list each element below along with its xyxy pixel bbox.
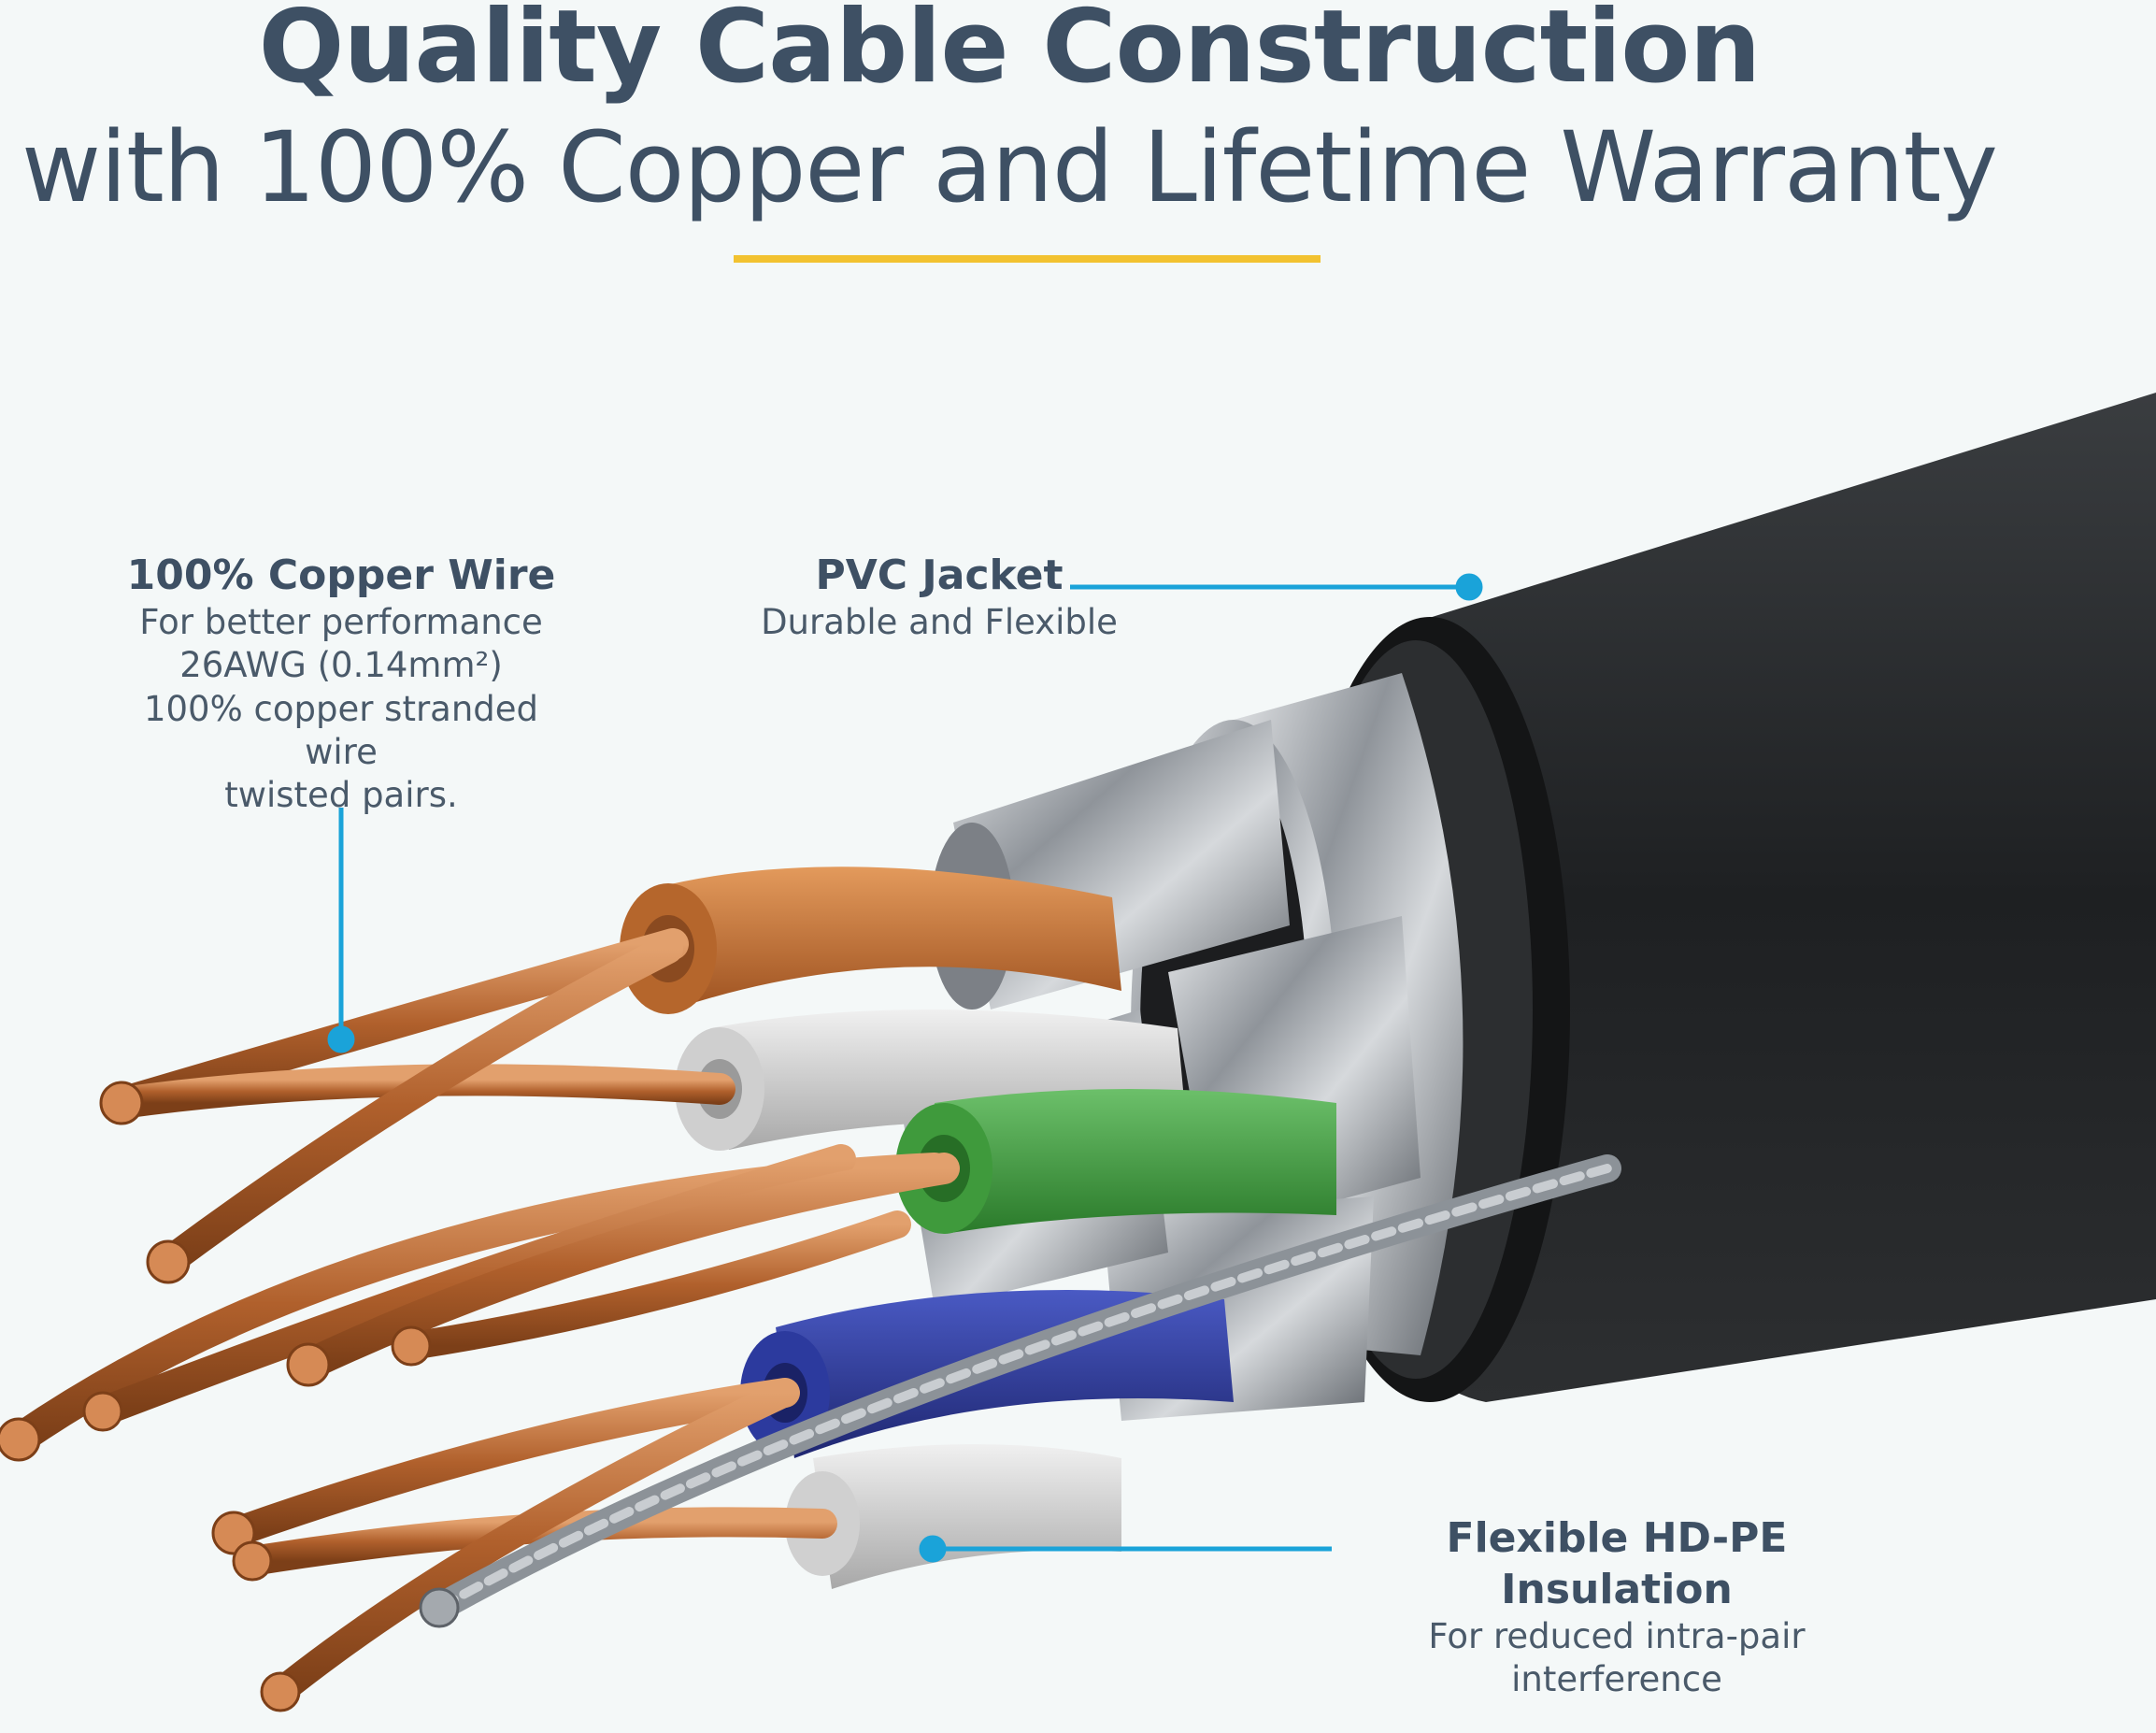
headline-line-2: with 100% Copper and Lifetime Warranty: [21, 110, 1998, 224]
leader-hdpe-dot: [919, 1535, 947, 1563]
callout-copper-line: twisted pairs.: [224, 775, 458, 815]
callout-pvc-title: PVC Jacket: [815, 551, 1064, 599]
strand-ends: [0, 1081, 432, 1712]
callout-pvc-jacket: PVC Jacket Durable and Flexible: [748, 550, 1131, 644]
accent-rule: [734, 255, 1321, 263]
callout-hdpe-line: For reduced intra-pair interference: [1428, 1616, 1806, 1700]
drain-wire: [419, 1154, 1621, 1628]
leader-copper-dot: [327, 1025, 355, 1053]
callout-copper-line: 100% copper stranded wire: [143, 688, 539, 772]
headline-line-1: Quality Cable Construction: [258, 0, 1762, 106]
leader-pvc-dot: [1455, 573, 1483, 601]
copper-strands: [3, 928, 960, 1706]
callout-copper-line: 26AWG (0.14mm²): [179, 645, 503, 686]
leader-lines: [327, 573, 1483, 1563]
callout-hdpe-title: Flexible HD-PE Insulation: [1446, 1514, 1788, 1613]
callout-copper-line: For better performance: [139, 602, 543, 642]
green-conductor: [895, 1089, 1336, 1234]
orange-conductor: [620, 866, 1121, 1014]
callout-hdpe-insulation: Flexible HD-PE Insulation For reduced in…: [1327, 1512, 1906, 1702]
callout-copper-title: 100% Copper Wire: [126, 551, 556, 599]
callout-copper-wire: 100% Copper Wire For better performance …: [103, 550, 579, 817]
callout-pvc-line: Durable and Flexible: [761, 602, 1118, 642]
